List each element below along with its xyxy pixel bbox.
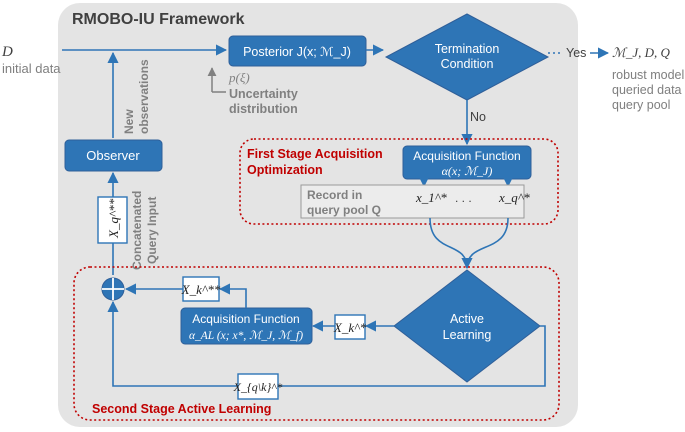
stage1-title2: Optimization [247,163,323,177]
input-label: initial data [2,61,61,76]
xk-star2-label: X_k^** [181,282,221,297]
pool-dots: . . . [455,191,472,205]
arrow-alacq-up [218,283,247,308]
termination-line1: Termination [435,42,500,56]
stage1-region [239,138,559,225]
xq-star: x_q^* [498,190,530,205]
output-line-0: robust model [612,68,684,82]
output-symbols: ℳ_J, D, Q [612,45,671,60]
active-line2: Learning [443,328,492,342]
stage1-acq-formula: α(x; ℳ_J) [442,164,493,178]
stage2-acq-formula: α_AL (x; x*, ℳ_J, ℳ_f) [189,330,303,342]
no-label: No [470,110,486,124]
stage2-region [73,266,560,421]
active-line1: Active [450,312,484,326]
posterior-box [228,35,367,67]
uncertainty-line1: Uncertainty [229,87,298,101]
posterior-label: Posterior J(x; ℳ_J) [243,45,351,59]
observer-label: Observer [86,148,140,163]
xq-minus-k-label: X_{q\k}^* [233,380,283,394]
x1-star: x_1^* [415,190,447,205]
xk-star2-box [182,276,220,302]
stage2-title: Second Stage Active Learning [92,402,271,416]
xk-star-box [334,314,366,340]
arrow-active-bottom [107,300,546,387]
termination-line2: Condition [441,57,494,71]
input-symbol: D [1,44,13,60]
query-pool-box [300,184,525,219]
active-learning-diamond [393,269,541,383]
new-observations-line1: New [122,109,136,134]
xq-star2-box [97,196,128,244]
uncertainty-line2: distribution [229,102,298,116]
stage1-acq-box [402,145,532,180]
xq-star2-label: X_q^** [106,198,121,239]
curve-xq-to-active [466,217,509,269]
output-line-2: query pool [612,98,670,112]
new-observations-line2: observations [137,59,151,134]
output-line-1: queried data [612,83,682,97]
concat-line1: Concatenated [130,191,144,270]
uncertainty-symbol: p(ξ) [228,70,250,85]
xq-minus-k-box [237,373,279,400]
concat-line2: Query Input [145,197,159,264]
curve-x1-to-active [429,217,473,270]
stage2-acq-label: Acquisition Function [192,312,299,326]
framework-title: RMOBO-IU Framework [72,11,245,28]
observer-box [64,139,163,172]
stage1-acq-label: Acquisition Function [413,149,520,163]
yes-label: Yes [566,46,586,60]
record-line1: Record in [307,188,362,202]
stage1-title1: First Stage Acquisition [247,147,383,161]
record-line2: query pool Q [307,203,381,217]
xk-star-label: X_k^* [333,320,367,335]
